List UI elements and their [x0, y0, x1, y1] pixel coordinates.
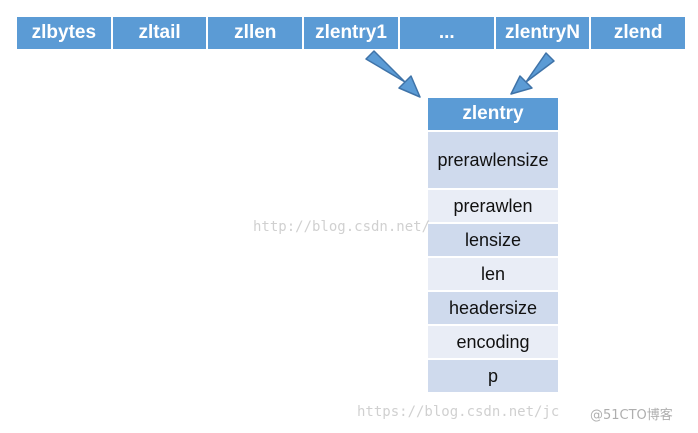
zlentry-field-lensize: lensize [428, 224, 558, 256]
ellipsis-cell: ... [399, 17, 494, 49]
arrow-from-zlentry1 [365, 50, 421, 98]
zlentry-field-headersize: headersize [428, 292, 558, 324]
zlentry-field-len: len [428, 258, 558, 290]
zlentry-field-prerawlensize: prerawlensize [428, 132, 558, 188]
zlentry-field-p: p [428, 360, 558, 392]
zlentry-header: zlentry [428, 98, 558, 130]
watermark-url-2: https://blog.csdn.net/jc [357, 404, 560, 420]
arrow-from-zlentryn [510, 52, 555, 95]
zlentry-field-prerawlen: prerawlen [428, 190, 558, 222]
zlentry1-cell: zlentry1 [304, 17, 398, 49]
zlentry-field-encoding: encoding [428, 326, 558, 358]
zllen-cell: zllen [208, 17, 303, 49]
zlentryn-cell: zlentryN [495, 17, 590, 49]
zltail-cell: zltail [112, 17, 207, 49]
zlend-cell: zlend [591, 17, 686, 49]
zlentry-structure: zlentry prerawlensize prerawlen lensize … [428, 98, 558, 394]
watermark-51cto: @51CTO博客 [590, 408, 673, 423]
ziplist-layout-row: zlbytes zltail zllen zlentry1 ... zlentr… [17, 17, 686, 49]
zlbytes-cell: zlbytes [17, 17, 111, 49]
watermark-url-1: http://blog.csdn.net/ [253, 219, 431, 235]
